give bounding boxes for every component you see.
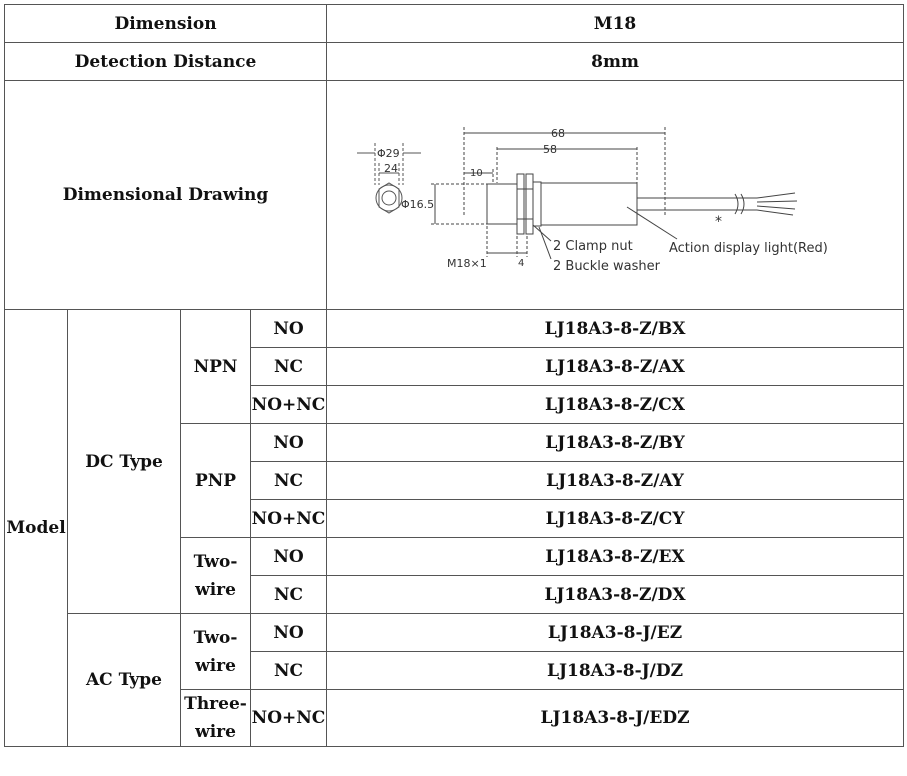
dimension-row: Dimension M18 [3,4,905,43]
table-row: AC Type Two-wire NO LJ18A3-8-J/EZ [5,613,905,747]
dimension-value: M18 [326,4,905,43]
table-row: PNP NO LJ18A3-8-Z/BY [5,423,905,538]
dimensional-drawing-row: Dimensional Drawing [3,80,905,310]
detection-distance-label: Detection Distance [3,42,328,81]
table-row: Two-wire NO LJ18A3-8-Z/EX [5,537,905,614]
table-row: NC LJ18A3-8-Z/DX [5,575,905,614]
clamp-nut-label: 2 Clamp nut [553,239,633,254]
buckle-washer-label: 2 Buckle washer [553,259,661,274]
part-number: LJ18A3-8-Z/DX [326,575,905,614]
table-row: NC LJ18A3-8-J/DZ [5,651,905,690]
table-row: NO+NC LJ18A3-8-Z/CY [5,499,905,538]
dimension-label: Dimension [3,4,328,43]
table-row: NC LJ18A3-8-Z/AY [5,461,905,500]
dim-4: 4 [518,258,524,269]
dim-24: 24 [384,162,398,175]
end-view [357,143,422,214]
part-number: LJ18A3-8-Z/CX [326,385,905,424]
dimensional-drawing-cell: Φ29 24 [326,80,905,310]
contact-type: NO+NC [249,385,328,424]
table-row: Model DC Type NPN NO LJ18A3-8-Z/BX [4,309,905,747]
thread-spec: M18×1 [447,257,487,270]
sensor-dimension-drawing: Φ29 24 [357,127,828,274]
part-number: LJ18A3-8-Z/CY [326,499,905,538]
part-number: LJ18A3-8-Z/BY [326,423,905,462]
led-asterisk: * [715,214,722,230]
dim-10: 10 [470,168,483,179]
contact-type: NO [249,613,328,652]
contact-type: NC [249,461,328,500]
detection-distance-row: Detection Distance 8mm [3,42,905,81]
part-number: LJ18A3-8-J/EZ [326,613,905,652]
table-row: NC LJ18A3-8-Z/AX [5,347,905,386]
ac-three-wire-label: Three-wire [180,689,251,747]
npn-label: NPN [180,309,251,424]
dimensional-drawing-label: Dimensional Drawing [3,80,328,310]
part-number: LJ18A3-8-Z/AX [326,347,905,386]
detection-distance-value: 8mm [326,42,905,81]
contact-type: NO [249,423,328,462]
contact-type: NC [249,651,328,690]
part-number: LJ18A3-8-Z/AY [326,461,905,500]
contact-type: NO [249,309,328,348]
contact-type: NO+NC [249,499,328,538]
dc-type-label: DC Type [67,309,181,614]
side-view [431,127,798,260]
contact-type: NO [249,537,328,576]
part-number: LJ18A3-8-J/DZ [326,651,905,690]
spec-table: Dimension M18 Detection Distance 8mm Dim… [3,4,905,747]
contact-type: NC [249,347,328,386]
dim-68: 68 [551,127,565,140]
pnp-label: PNP [180,423,251,538]
contact-type: NC [249,575,328,614]
dim-phi16-5: Φ16.5 [401,198,434,211]
table-row: Three-wire NO+NC LJ18A3-8-J/EDZ [5,689,905,747]
contact-type: NO+NC [249,689,328,747]
part-number: LJ18A3-8-Z/EX [326,537,905,576]
model-label: Model [4,309,68,747]
dim-phi29: Φ29 [377,147,400,160]
dc-two-wire-label: Two-wire [180,537,251,614]
ac-type-label: AC Type [67,613,181,747]
part-number: LJ18A3-8-J/EDZ [326,689,905,747]
part-number: LJ18A3-8-Z/BX [326,309,905,348]
ac-two-wire-label: Two-wire [180,613,251,690]
dim-58: 58 [543,143,557,156]
action-display-light-label: Action display light(Red) [669,241,828,256]
